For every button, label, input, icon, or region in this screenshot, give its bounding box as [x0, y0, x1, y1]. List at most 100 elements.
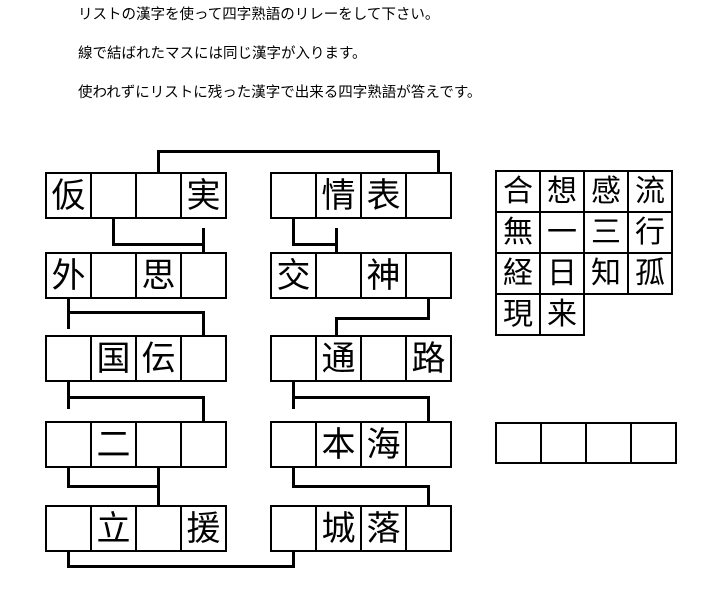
grid-cell[interactable]: 援	[182, 507, 227, 552]
kanji-list-cell[interactable]: 日	[541, 254, 585, 295]
connector-left-r4c1-down	[67, 465, 70, 487]
kanji-list-row-1: 合 想 感 流	[495, 170, 673, 213]
grid-cell[interactable]: 伝	[137, 337, 182, 382]
instructions-block: リストの漢字を使って四字熟語のリレーをして下さい。 線で結ばれたマスには同じ漢字…	[78, 6, 678, 123]
answer-cell[interactable]	[497, 424, 542, 464]
kanji-list-cell[interactable]: 無	[497, 213, 541, 254]
grid-cell[interactable]	[47, 507, 92, 552]
connector-left-r4r5-horizontal	[67, 485, 160, 488]
kanji-list-cell[interactable]: 孤	[629, 254, 673, 295]
grid-cell[interactable]	[272, 337, 317, 382]
grid-cell[interactable]: 表	[362, 174, 407, 219]
left-grid-row-5: 立 援	[45, 505, 227, 552]
kanji-list-cell[interactable]: 行	[629, 213, 673, 254]
grid-cell[interactable]	[92, 254, 137, 299]
answer-cell[interactable]	[632, 424, 677, 464]
grid-cell[interactable]: 外	[47, 254, 92, 299]
grid-cell[interactable]: 思	[137, 254, 182, 299]
grid-cell[interactable]	[182, 254, 227, 299]
grid-cell[interactable]	[407, 507, 452, 552]
grid-cell[interactable]	[317, 254, 362, 299]
kanji-list-empty-slot	[585, 295, 629, 336]
connector-right-r3r4-horizontal	[292, 396, 430, 399]
kanji-list-cell[interactable]: 想	[541, 172, 585, 213]
kanji-list-row-3: 経 日 知 孤	[495, 252, 673, 295]
connector-left-r3c4-up	[202, 311, 205, 335]
grid-cell[interactable]	[407, 423, 452, 468]
grid-cell[interactable]	[407, 254, 452, 299]
connector-right-r1c1-down	[292, 216, 295, 246]
grid-cell[interactable]: 実	[182, 174, 227, 219]
kanji-list-cell[interactable]: 来	[541, 295, 585, 336]
right-grid-row-4: 本 海	[270, 421, 452, 468]
grid-cell[interactable]	[272, 507, 317, 552]
connector-top-left-vertical	[157, 150, 160, 174]
connector-left-r2c4-up	[202, 228, 205, 252]
connector-right-r3c2-up	[335, 317, 338, 335]
connector-left-r1c2-down	[112, 216, 115, 246]
right-grid-row-2: 交 神	[270, 252, 452, 299]
connector-right-r4r5-horizontal	[292, 485, 430, 488]
connector-right-r2c4-down	[427, 295, 430, 320]
grid-cell[interactable]	[407, 174, 452, 219]
kanji-list-cell[interactable]: 知	[585, 254, 629, 295]
connector-right-r3c1-down	[292, 379, 295, 409]
grid-cell[interactable]: 仮	[47, 174, 92, 219]
grid-cell[interactable]: 通	[317, 337, 362, 382]
grid-cell[interactable]	[47, 337, 92, 382]
grid-cell[interactable]: 立	[92, 507, 137, 552]
grid-cell[interactable]	[47, 423, 92, 468]
grid-cell[interactable]: 落	[362, 507, 407, 552]
left-grid-row-4: 二	[45, 421, 227, 468]
connector-bottom-left-vertical	[67, 550, 70, 568]
grid-cell[interactable]: 情	[317, 174, 362, 219]
grid-cell[interactable]: 本	[317, 423, 362, 468]
kanji-list-cell[interactable]: 三	[585, 213, 629, 254]
kanji-list-cell[interactable]: 感	[585, 172, 629, 213]
connector-right-r1r2-horizontal	[292, 243, 338, 246]
grid-cell[interactable]: 海	[362, 423, 407, 468]
kanji-list-cell[interactable]: 現	[497, 295, 541, 336]
grid-cell[interactable]: 城	[317, 507, 362, 552]
grid-cell[interactable]	[182, 423, 227, 468]
grid-cell[interactable]	[137, 174, 182, 219]
grid-cell[interactable]: 路	[407, 337, 452, 382]
left-grid-row-3: 国 伝	[45, 335, 227, 382]
answer-cell[interactable]	[587, 424, 632, 464]
grid-cell[interactable]	[362, 337, 407, 382]
grid-cell[interactable]: 交	[272, 254, 317, 299]
kanji-list-row-2: 無 一 三 行	[495, 211, 673, 254]
answer-row	[495, 422, 677, 464]
right-grid-row-3: 通 路	[270, 335, 452, 382]
connector-right-r5c4-up	[427, 485, 430, 505]
connector-left-r1r2-horizontal	[112, 243, 205, 246]
grid-cell[interactable]	[137, 423, 182, 468]
connector-left-r5c3-up	[157, 465, 160, 505]
connector-top-right-vertical	[437, 150, 440, 174]
grid-cell[interactable]: 国	[92, 337, 137, 382]
grid-cell[interactable]	[137, 507, 182, 552]
kanji-list-cell[interactable]: 合	[497, 172, 541, 213]
connector-right-r4c4-up	[427, 396, 430, 421]
answer-cell[interactable]	[542, 424, 587, 464]
left-grid-row-2: 外 思	[45, 252, 227, 299]
kanji-list-cell[interactable]: 流	[629, 172, 673, 213]
connector-right-r2c2-up	[335, 228, 338, 252]
grid-cell[interactable]: 神	[362, 254, 407, 299]
connector-left-r3c1-down	[67, 379, 70, 409]
connector-left-r2r3-horizontal	[67, 311, 205, 314]
right-grid-row-5: 城 落	[270, 505, 452, 552]
instruction-line-2: 線で結ばれたマスには同じ漢字が入ります。	[78, 46, 367, 62]
grid-cell[interactable]	[272, 174, 317, 219]
left-grid-row-1: 仮 実	[45, 172, 227, 219]
kanji-list-cell[interactable]: 経	[497, 254, 541, 295]
grid-cell[interactable]	[272, 423, 317, 468]
grid-cell[interactable]: 二	[92, 423, 137, 468]
kanji-list-cell[interactable]: 一	[541, 213, 585, 254]
right-grid-row-1: 情 表	[270, 172, 452, 219]
grid-cell[interactable]	[182, 337, 227, 382]
grid-cell[interactable]	[92, 174, 137, 219]
instruction-line-1: リストの漢字を使って四字熟語のリレーをして下さい。	[78, 7, 440, 23]
kanji-list-empty-slot	[629, 295, 673, 336]
